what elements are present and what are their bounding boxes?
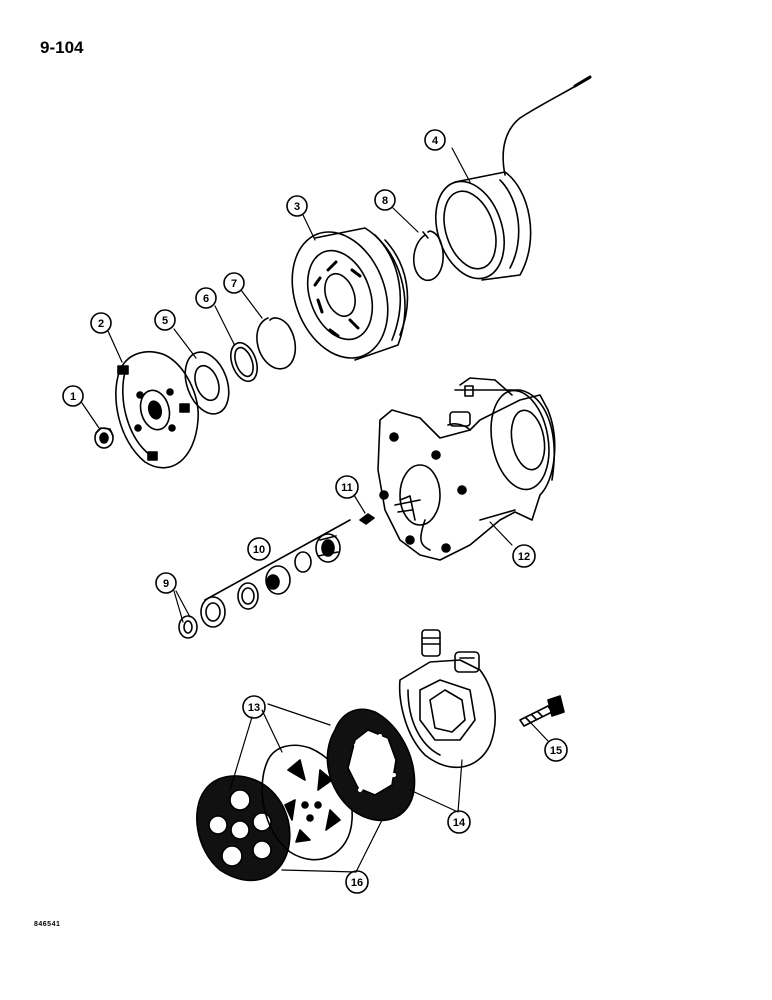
rear-head-14 [398,629,496,769]
pulley-part [291,227,409,361]
washers-9 [178,596,226,639]
callout-8: 8 [374,189,396,211]
callout-5: 5 [154,309,176,331]
spacer-5 [184,351,230,415]
svg-text:12: 12 [518,551,530,563]
svg-text:10: 10 [253,544,265,556]
callout-2: 2 [90,312,112,334]
svg-text:4: 4 [432,135,439,147]
svg-text:14: 14 [453,817,466,829]
callout-3: 3 [286,195,308,217]
callout-9: 9 [155,572,177,594]
gasket-16-front [196,775,291,882]
svg-text:11: 11 [341,482,353,494]
svg-text:8: 8 [382,195,388,207]
svg-text:13: 13 [248,702,260,714]
callouts: 1 2 3 4 5 6 7 8 9 10 11 12 13 14 15 16 [62,129,568,894]
key-11 [359,513,375,525]
callout-13: 13 [242,695,266,719]
callout-1: 1 [62,385,84,407]
seal-kit-10 [204,519,351,610]
svg-text:9: 9 [163,578,169,590]
clutch-plate-2 [115,351,199,469]
svg-text:16: 16 [351,877,363,889]
gasket-13-rear [326,708,416,822]
callout-4: 4 [424,129,446,151]
shim-ring-6 [230,341,258,383]
svg-text:15: 15 [550,745,562,757]
callout-6: 6 [195,287,217,309]
compressor-body-12 [377,377,556,561]
field-coil-part [435,75,592,281]
callout-11: 11 [335,475,359,499]
callout-7: 7 [223,272,245,294]
snap-ring-7 [256,317,297,370]
svg-text:1: 1 [70,391,76,403]
bolt-15 [519,695,565,727]
callout-10: 10 [247,537,271,561]
callout-12: 12 [512,544,536,568]
svg-text:7: 7 [231,278,237,290]
callout-16: 16 [345,870,369,894]
svg-text:6: 6 [203,293,209,305]
snap-ring-8 [412,230,444,281]
svg-text:2: 2 [98,318,104,330]
callout-14: 14 [447,810,471,834]
svg-text:5: 5 [162,315,168,327]
reference-code: 846541 [34,921,61,928]
page-number: 9-104 [40,38,84,57]
callout-15: 15 [544,738,568,762]
leader-lines [81,147,549,873]
nut-1 [94,427,114,449]
valve-plate-13 [261,744,353,861]
svg-text:3: 3 [294,201,300,213]
